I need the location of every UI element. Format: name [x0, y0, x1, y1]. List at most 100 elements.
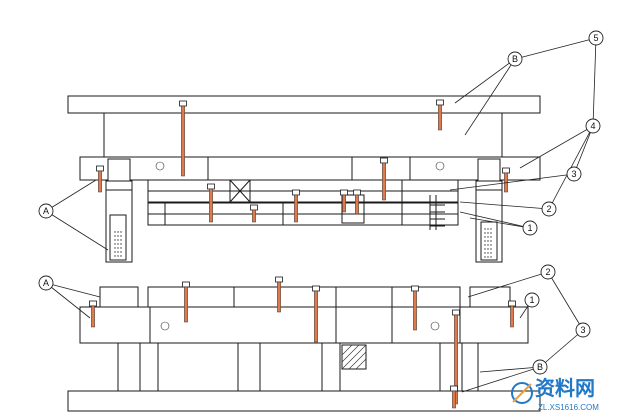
callout-A-bottom: A — [38, 275, 54, 291]
screw-body — [277, 281, 281, 313]
screw-body — [252, 209, 256, 223]
callout-one-top: 1 — [522, 220, 538, 236]
pin-dot — [117, 231, 119, 233]
lower-die — [67, 286, 541, 412]
pin-dot — [117, 255, 119, 257]
upper-die — [67, 95, 541, 263]
pin-dot — [120, 243, 122, 245]
screw-body — [355, 194, 359, 215]
pin-dot — [484, 232, 486, 234]
pin-dot — [114, 231, 116, 233]
screw-head — [452, 309, 460, 316]
callout-three-bottom-label: 3 — [580, 325, 585, 335]
screw-head — [207, 183, 215, 190]
pin-dot — [484, 256, 486, 258]
pin-dot — [120, 231, 122, 233]
callout-one-bottom: 1 — [524, 292, 540, 308]
pin-dot — [120, 247, 122, 249]
callout-A-bottom-label: A — [43, 278, 49, 288]
screw-head — [450, 385, 458, 392]
screw-head — [353, 189, 361, 196]
pin-dot — [487, 256, 489, 258]
screw-body — [209, 188, 213, 223]
callout-four-label: 4 — [590, 121, 595, 131]
screw-body — [181, 105, 185, 177]
hole — [435, 161, 445, 171]
pin-dot — [487, 248, 489, 250]
pin-dot — [114, 251, 116, 253]
boxed-insert — [229, 179, 251, 203]
callout-B-top: B — [507, 51, 523, 67]
callout-A-top: A — [38, 203, 54, 219]
pin-dot — [487, 252, 489, 254]
callout-one-bottom-label: 1 — [529, 295, 534, 305]
screw-body — [91, 305, 95, 328]
screw-body — [294, 194, 298, 223]
callout-four: 4 — [585, 118, 601, 134]
screw-head — [275, 276, 283, 283]
screw-head — [89, 300, 97, 307]
callout-five-label: 5 — [593, 33, 598, 43]
screw-head — [340, 189, 348, 196]
screw-head — [250, 204, 258, 211]
screw-body — [454, 314, 458, 405]
callout-two-top-label: 2 — [546, 204, 551, 214]
callout-one-top-label: 1 — [527, 223, 532, 233]
pin-dot — [487, 240, 489, 242]
lower-die-plate — [79, 306, 529, 344]
pin-dot — [490, 248, 492, 250]
pin-dot — [484, 240, 486, 242]
screw-head — [179, 100, 187, 107]
callout-two-bottom-label: 2 — [545, 267, 550, 277]
screw-head — [411, 285, 419, 292]
pin-dot — [490, 244, 492, 246]
watermark-logo-icon — [511, 382, 533, 404]
pin-dot — [120, 255, 122, 257]
screw-head — [292, 189, 300, 196]
pin-dot — [484, 252, 486, 254]
pin-dot — [114, 255, 116, 257]
watermark-url: ZL.XS1616.COM — [538, 403, 599, 412]
callout-A-top-label: A — [43, 206, 49, 216]
screw-head — [312, 285, 320, 292]
callout-three-top: 3 — [566, 166, 582, 182]
pin-dot — [490, 256, 492, 258]
pin-dot — [117, 239, 119, 241]
callout-B-bottom: B — [532, 359, 548, 375]
screw-body — [510, 305, 514, 328]
pin-dot — [120, 239, 122, 241]
pin-dot — [117, 243, 119, 245]
pin-dot — [120, 235, 122, 237]
upper-spacer-block — [103, 112, 503, 158]
callout-B-bottom-label: B — [537, 362, 543, 372]
pin-dot — [484, 248, 486, 250]
pin-dot — [114, 243, 116, 245]
pin-dot — [490, 232, 492, 234]
pin-dot — [487, 236, 489, 238]
screw-head — [182, 281, 190, 288]
callout-two-top: 2 — [541, 201, 557, 217]
pin-dot — [484, 236, 486, 238]
watermark-brand: 资料网 — [535, 376, 595, 400]
callout-two-bottom: 2 — [540, 264, 556, 280]
screw-body — [438, 104, 442, 131]
watermark: 资料网 ZL.XS1616.COM — [511, 376, 599, 412]
guide-bush-left — [107, 158, 131, 182]
pin-dot — [117, 251, 119, 253]
screw-head — [96, 165, 104, 172]
pin-dot — [120, 251, 122, 253]
screw-head — [508, 300, 516, 307]
pin-dot — [117, 235, 119, 237]
screw-body — [98, 170, 102, 193]
bottom-clamp-plate — [67, 390, 541, 412]
callout-five: 5 — [588, 30, 604, 46]
pin-dot — [114, 239, 116, 241]
lower-die-base — [117, 342, 479, 392]
pin-dot — [484, 244, 486, 246]
screws — [89, 99, 516, 409]
pin-dot — [487, 228, 489, 230]
pin-dot — [490, 240, 492, 242]
pin-dot — [487, 244, 489, 246]
callout-three-bottom: 3 — [575, 322, 591, 338]
